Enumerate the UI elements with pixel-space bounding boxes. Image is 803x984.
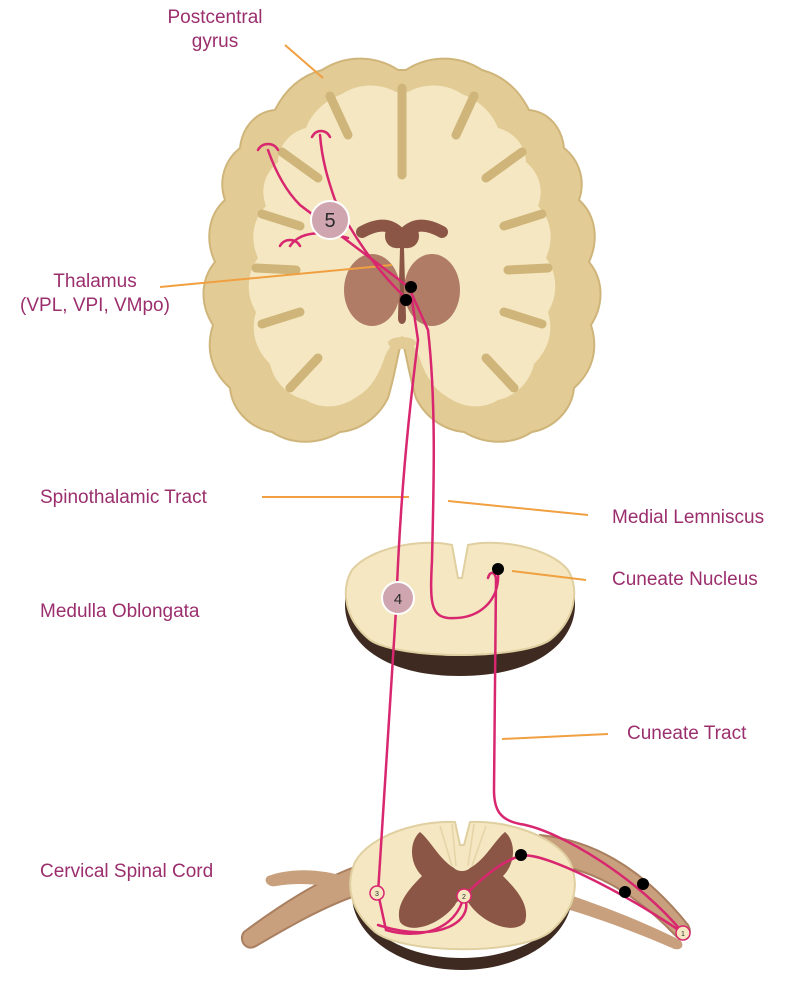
marker-1-label: 1 (681, 931, 685, 938)
thalamus-synapse-upper (405, 281, 417, 293)
medulla-body (346, 543, 574, 655)
postcentral-gyrus-label: Postcentral gyrus (155, 6, 275, 54)
postcentral-label-line1: Postcentral (155, 6, 275, 30)
cuneate-tract-label: Cuneate Tract (627, 722, 746, 746)
leader-cuneate-tract (502, 734, 608, 739)
marker-3-label: 3 (375, 891, 379, 898)
medulla-section (345, 543, 575, 676)
thalamus-label-line1: Thalamus (4, 270, 186, 294)
thalamus-label: Thalamus (VPL, VPI, VMpo) (4, 270, 186, 318)
marker-5: 5 (311, 201, 349, 239)
marker-1: 1 (676, 926, 690, 940)
dorsal-root-ganglion-dot-1 (619, 886, 631, 898)
marker-4-label: 4 (394, 591, 402, 608)
leader-postcentral (285, 45, 323, 78)
medial-lemniscus-label: Medial Lemniscus (612, 506, 764, 530)
cuneate-nucleus-dot (492, 563, 504, 575)
leader-medial-lemniscus (448, 501, 588, 515)
cervical-spinal-cord-label: Cervical Spinal Cord (40, 860, 213, 884)
marker-3: 3 (370, 886, 384, 900)
thalamus-synapse-lower (400, 294, 412, 306)
marker-5-label: 5 (324, 210, 335, 232)
dorsal-horn-dot (515, 849, 527, 861)
thalamus-label-line2: (VPL, VPI, VMpo) (4, 294, 186, 318)
brainstem-nucleus (388, 337, 416, 349)
marker-2: 2 (457, 889, 471, 903)
cuneate-nucleus-label: Cuneate Nucleus (612, 568, 758, 592)
brain-section (203, 59, 600, 442)
postcentral-label-line2: gyrus (155, 30, 275, 54)
dorsal-root-ganglion-dot-2 (637, 878, 649, 890)
spinothalamic-tract-label: Spinothalamic Tract (40, 486, 207, 510)
medulla-oblongata-label: Medulla Oblongata (40, 600, 200, 624)
marker-4: 4 (382, 582, 414, 614)
marker-2-label: 2 (462, 894, 466, 901)
